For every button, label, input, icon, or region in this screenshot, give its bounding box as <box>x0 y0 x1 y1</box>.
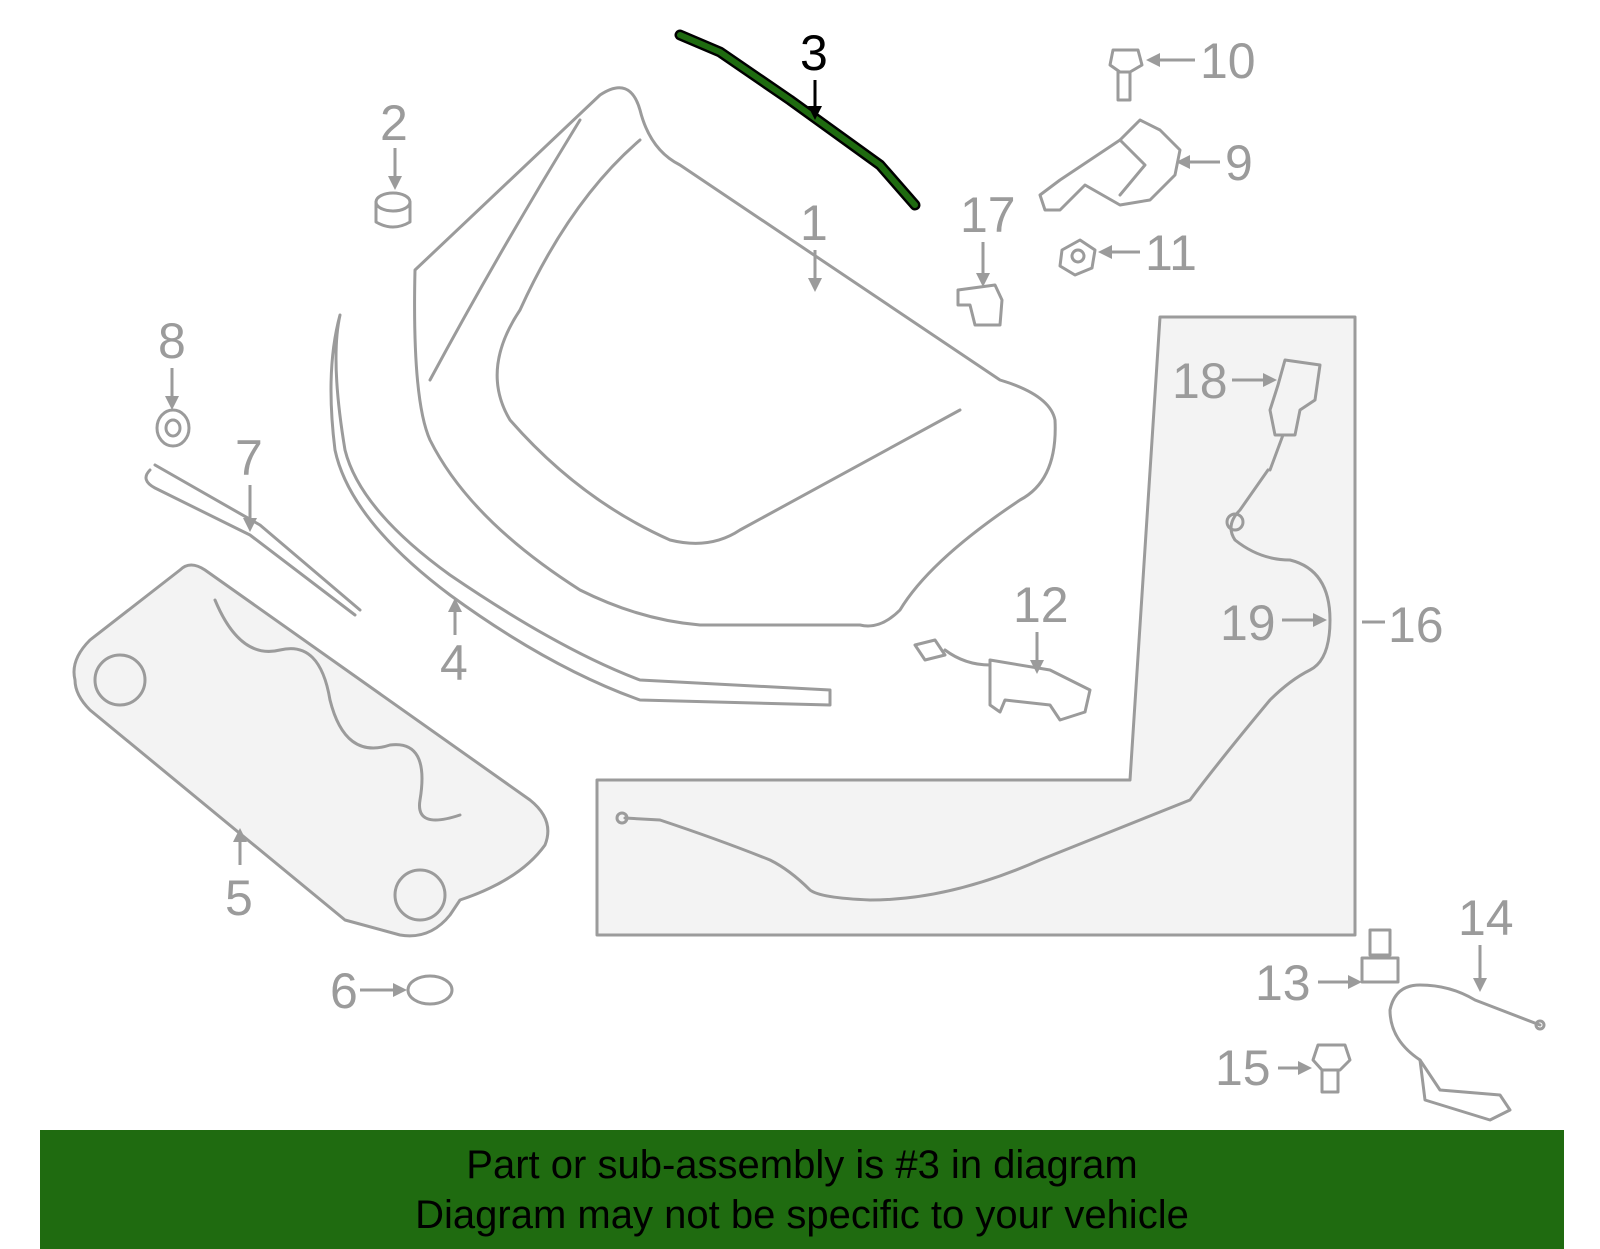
info-banner: Part or sub-assembly is #3 in diagram Di… <box>40 1130 1564 1249</box>
svg-text:14: 14 <box>1458 890 1514 946</box>
part-3-seal[interactable] <box>674 29 921 211</box>
part-10-bolt[interactable] <box>1108 48 1144 102</box>
banner-line-1: Part or sub-assembly is #3 in diagram <box>466 1143 1138 1187</box>
svg-text:3: 3 <box>800 25 828 81</box>
svg-text:2: 2 <box>380 95 408 151</box>
part-13-bolt[interactable] <box>1360 928 1400 984</box>
callout-8: 8 <box>158 313 186 410</box>
part-6-clip[interactable] <box>406 974 454 1006</box>
banner-line-2: Diagram may not be specific to your vehi… <box>415 1193 1189 1237</box>
part-18-handle[interactable] <box>1268 358 1322 472</box>
callout-12: 12 <box>1013 577 1069 674</box>
part-11-nut[interactable] <box>1058 238 1097 277</box>
callout-18: 18 <box>1172 353 1277 409</box>
part-5-insulator[interactable] <box>72 563 550 938</box>
part-15-bolt[interactable] <box>1311 1043 1352 1094</box>
svg-text:16: 16 <box>1388 597 1444 653</box>
part-16-release-cable-assembly[interactable] <box>595 315 1357 937</box>
svg-text:8: 8 <box>158 313 186 369</box>
svg-text:10: 10 <box>1200 33 1256 89</box>
callout-17: 17 <box>960 187 1016 287</box>
part-8-grommet[interactable] <box>155 408 191 448</box>
part-9-hinge[interactable] <box>1038 118 1182 212</box>
svg-text:18: 18 <box>1172 353 1228 409</box>
svg-text:13: 13 <box>1255 955 1311 1011</box>
callout-4: 4 <box>440 598 468 691</box>
callout-10: 10 <box>1146 33 1256 89</box>
callout-15: 15 <box>1215 1040 1312 1096</box>
callout-1: 1 <box>800 195 828 292</box>
callout-3: 3 <box>800 25 828 120</box>
svg-text:15: 15 <box>1215 1040 1271 1096</box>
callout-6: 6 <box>330 963 407 1019</box>
part-14-secondary-latch[interactable] <box>1388 983 1546 1122</box>
callout-9: 9 <box>1176 135 1253 191</box>
part-7-seal-strip[interactable] <box>144 463 362 617</box>
part-2-bumper[interactable] <box>374 191 412 229</box>
svg-text:9: 9 <box>1225 135 1253 191</box>
part-12-latch[interactable] <box>913 638 1092 722</box>
svg-text:1: 1 <box>800 195 828 251</box>
callout-19: 19 <box>1220 595 1327 651</box>
part-1-hood[interactable] <box>413 86 1057 628</box>
part-4-weatherstrip[interactable] <box>329 313 832 707</box>
callout-14: 14 <box>1458 890 1514 992</box>
svg-text:6: 6 <box>330 963 358 1019</box>
part-19-cable[interactable] <box>615 468 1332 902</box>
callout-5: 5 <box>225 828 253 926</box>
callout-11: 11 <box>1098 225 1197 281</box>
svg-text:17: 17 <box>960 187 1016 243</box>
callout-16: 16 <box>1362 597 1444 653</box>
callout-13: 13 <box>1255 955 1362 1011</box>
callout-2: 2 <box>380 95 408 190</box>
part-17-clip[interactable] <box>956 283 1004 327</box>
svg-text:19: 19 <box>1220 595 1276 651</box>
svg-text:5: 5 <box>225 870 253 926</box>
svg-text:12: 12 <box>1013 577 1069 633</box>
svg-text:4: 4 <box>440 635 468 691</box>
svg-text:7: 7 <box>235 430 263 486</box>
svg-text:11: 11 <box>1145 225 1197 281</box>
callout-7: 7 <box>235 430 263 532</box>
